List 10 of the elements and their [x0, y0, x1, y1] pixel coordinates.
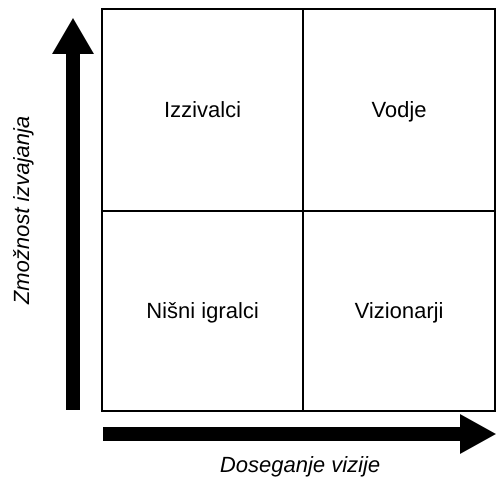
quadrant-label: Vodje [371, 97, 427, 123]
quadrant-cell [101, 8, 304, 212]
quadrant-cell [302, 210, 496, 412]
quadrant-cell [101, 210, 304, 412]
quadrant-label: Nišni igralci [146, 298, 259, 324]
axis-title: Zmožnost izvajanja [9, 116, 35, 304]
quadrant-label: Vizionarji [354, 298, 444, 324]
axis-title: Doseganje vizije [220, 452, 380, 478]
quadrant-label: Izzivalci [164, 97, 241, 123]
quadrant-cell [302, 8, 496, 212]
